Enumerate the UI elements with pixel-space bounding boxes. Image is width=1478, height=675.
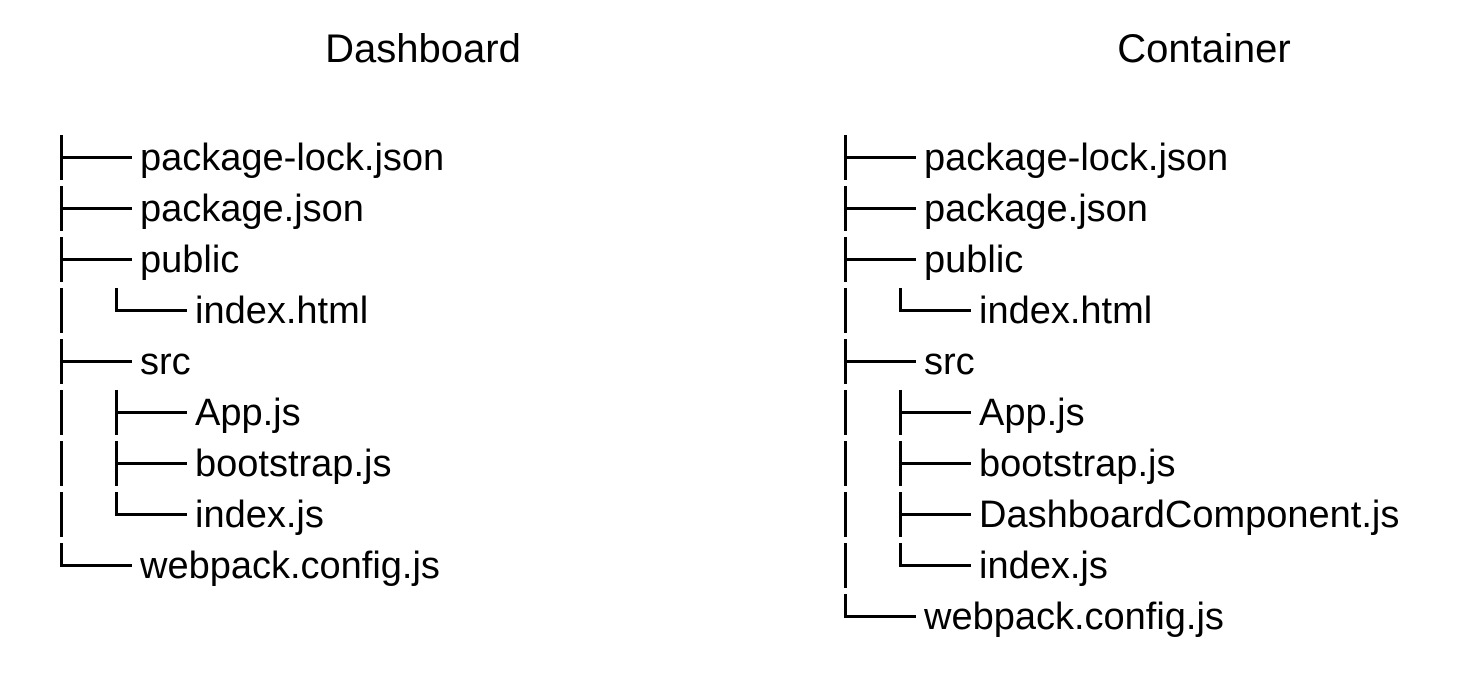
file-label: src <box>924 340 975 383</box>
tree-row: App.js <box>844 387 1399 438</box>
file-label: App.js <box>979 391 1085 434</box>
file-label: App.js <box>195 391 301 434</box>
tree-row: index.js <box>844 540 1399 591</box>
tee-branch-icon <box>899 387 979 438</box>
tree-row: index.html <box>844 285 1399 336</box>
vertical-line <box>844 387 899 438</box>
file-label: package.json <box>924 187 1148 230</box>
file-label: index.js <box>195 493 324 536</box>
tree-row: index.js <box>60 489 444 540</box>
vertical-line <box>844 285 899 336</box>
tee-branch-icon <box>844 336 924 387</box>
elbow-branch-icon <box>899 285 979 336</box>
tee-branch-icon <box>844 132 924 183</box>
file-label: package.json <box>140 187 364 230</box>
tee-branch-icon <box>115 438 195 489</box>
tree-row: package-lock.json <box>60 132 444 183</box>
file-tree-container: package-lock.json package.json public index… <box>844 132 1399 642</box>
tee-branch-icon <box>899 489 979 540</box>
vertical-line <box>844 438 899 489</box>
tee-branch-icon <box>60 234 140 285</box>
tee-branch-icon <box>844 183 924 234</box>
tree-row: package.json <box>60 183 444 234</box>
file-label: bootstrap.js <box>979 442 1176 485</box>
file-label: bootstrap.js <box>195 442 392 485</box>
file-label: index.html <box>979 289 1153 332</box>
tree-row: public <box>844 234 1399 285</box>
tree-row: src <box>844 336 1399 387</box>
tree-title-dashboard: Dashboard <box>325 27 521 71</box>
tree-row: webpack.config.js <box>60 540 444 591</box>
tree-title-container: Container <box>1117 27 1291 71</box>
file-label: package-lock.json <box>140 136 445 179</box>
file-label: webpack.config.js <box>924 595 1224 638</box>
tee-branch-icon <box>60 183 140 234</box>
file-label: src <box>140 340 191 383</box>
elbow-branch-icon <box>115 489 195 540</box>
vertical-line <box>60 489 115 540</box>
tee-branch-icon <box>844 234 924 285</box>
tree-row: bootstrap.js <box>844 438 1399 489</box>
vertical-line <box>844 540 899 591</box>
elbow-branch-icon <box>60 540 140 591</box>
tree-row: App.js <box>60 387 444 438</box>
vertical-line <box>60 387 115 438</box>
file-label: public <box>140 238 240 281</box>
tree-row: DashboardComponent.js <box>844 489 1399 540</box>
elbow-branch-icon <box>899 540 979 591</box>
tee-branch-icon <box>60 132 140 183</box>
vertical-line <box>60 285 115 336</box>
vertical-line <box>60 438 115 489</box>
tee-branch-icon <box>60 336 140 387</box>
tee-branch-icon <box>899 438 979 489</box>
tree-row: bootstrap.js <box>60 438 444 489</box>
tree-row: package.json <box>844 183 1399 234</box>
file-label: index.js <box>979 544 1108 587</box>
tee-branch-icon <box>115 387 195 438</box>
file-label: webpack.config.js <box>140 544 440 587</box>
vertical-line <box>844 489 899 540</box>
tree-row: webpack.config.js <box>844 591 1399 642</box>
file-label: index.html <box>195 289 369 332</box>
tree-row: package-lock.json <box>844 132 1399 183</box>
elbow-branch-icon <box>844 591 924 642</box>
tree-row: public <box>60 234 444 285</box>
file-label: DashboardComponent.js <box>979 493 1400 536</box>
tree-row: index.html <box>60 285 444 336</box>
file-label: package-lock.json <box>924 136 1229 179</box>
file-tree-dashboard: package-lock.json package.json public index… <box>60 132 444 591</box>
elbow-branch-icon <box>115 285 195 336</box>
file-label: public <box>924 238 1024 281</box>
tree-row: src <box>60 336 444 387</box>
